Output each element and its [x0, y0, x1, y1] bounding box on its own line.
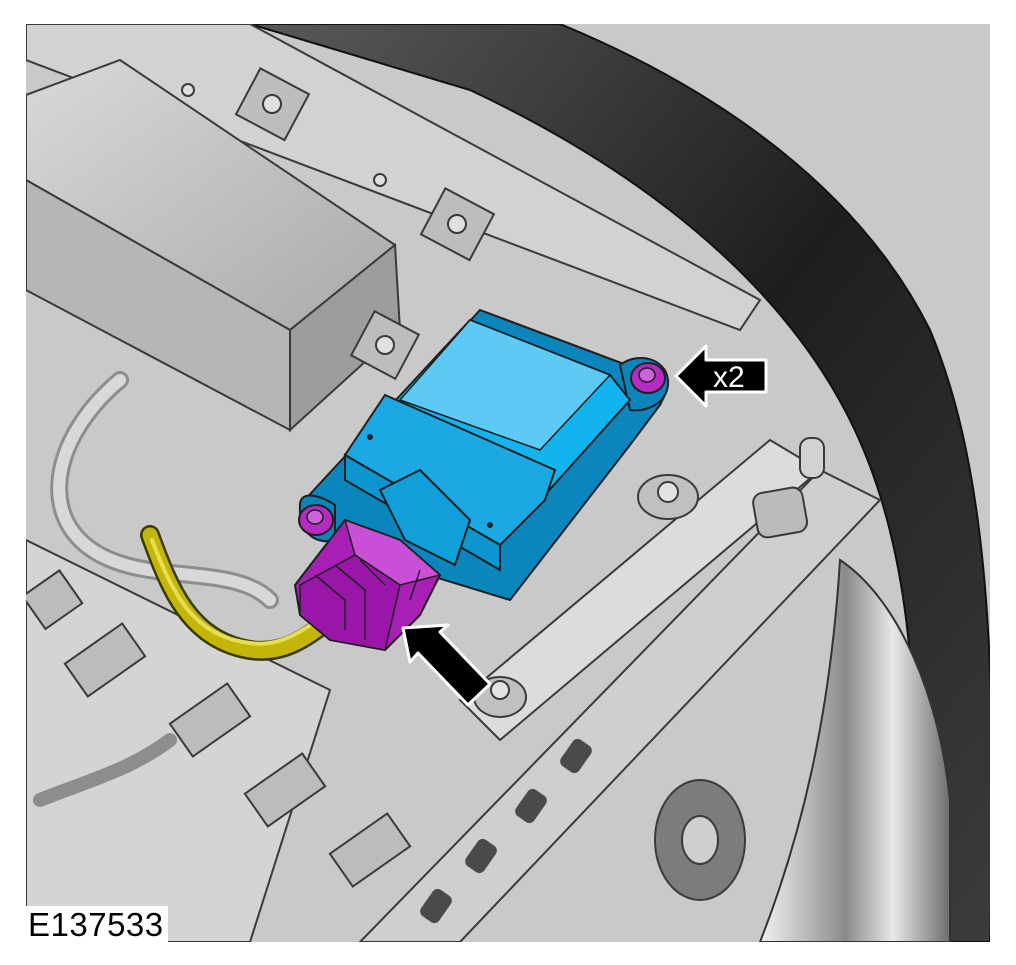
- upper-rail: [26, 24, 762, 332]
- figure-reference-id: E137533: [26, 906, 168, 944]
- fastener-quantity-label: x2: [713, 361, 745, 394]
- magenta-retaining-bolts: [298, 362, 666, 536]
- outer-trim: [249, 24, 990, 942]
- module-connector-socket: [378, 468, 472, 567]
- yellow-wire-harness: [140, 525, 350, 661]
- blue-module: [298, 308, 670, 602]
- grey-cable-inner: [53, 374, 276, 606]
- vehicle-structure: [26, 24, 990, 942]
- side-bosses: [473, 437, 825, 901]
- callout-arrow-left: [674, 344, 768, 408]
- quantity-callout: x2: [674, 344, 768, 408]
- rail-slots: [420, 738, 592, 924]
- rail-bosses: [181, 67, 496, 381]
- tray-clips: [26, 569, 412, 888]
- grey-cable-2: [33, 733, 177, 807]
- module-top-highlight: [398, 319, 612, 451]
- bolt-right: [630, 362, 666, 394]
- bolt-left: [298, 504, 334, 536]
- diagonal-frame-rail: [358, 468, 882, 942]
- connector-arrow: [401, 623, 492, 707]
- magenta-electrical-connector: [293, 518, 442, 652]
- chrome-housing: [758, 558, 951, 942]
